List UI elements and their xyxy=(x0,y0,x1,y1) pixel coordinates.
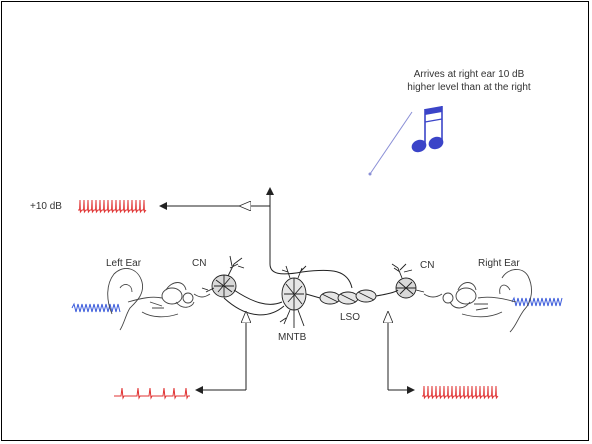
stimulus-caption-line1: Arrives at right ear 10 dB xyxy=(413,69,525,80)
sound-direction-ray xyxy=(369,111,413,175)
plus-10db-label: +10 dB xyxy=(30,201,62,212)
left-cn-label: CN xyxy=(192,258,207,269)
neural-fibers xyxy=(223,202,399,316)
top-left-spike-train xyxy=(78,199,147,214)
left-ear-label: Left Ear xyxy=(106,258,142,269)
ray-endpoint-dot xyxy=(368,172,372,176)
left-cn-neuron xyxy=(201,255,245,298)
right-cn-neuron xyxy=(391,263,425,299)
right-ear-illustration xyxy=(423,269,532,333)
right-cn-label: CN xyxy=(420,260,435,271)
lso-nucleus xyxy=(319,289,377,305)
left-sound-wave xyxy=(71,302,121,313)
output-connections xyxy=(159,187,415,394)
mntb-neuron xyxy=(279,265,307,328)
music-note-icon xyxy=(411,106,444,153)
stimulus-caption-line2: higher level than at the right xyxy=(407,82,531,93)
right-sound-wave xyxy=(511,296,563,307)
mntb-label: MNTB xyxy=(278,332,307,343)
bottom-left-spike-train xyxy=(114,387,190,400)
right-ear-label: Right Ear xyxy=(478,258,520,269)
bottom-right-spike-train xyxy=(422,385,499,400)
left-ear-illustration xyxy=(107,267,211,331)
lso-label: LSO xyxy=(340,312,361,323)
stimulus-caption: Arrives at right ear 10 dB higher level … xyxy=(374,68,564,94)
